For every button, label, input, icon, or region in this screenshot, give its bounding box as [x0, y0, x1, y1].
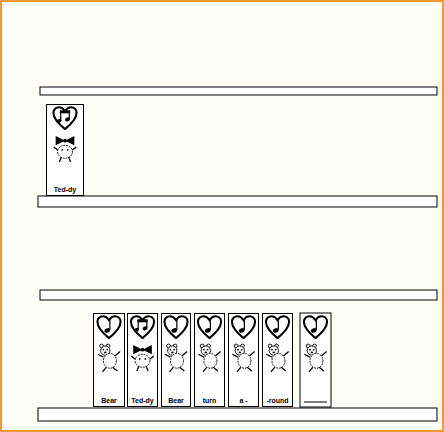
lyric-syllable: Bear [101, 397, 117, 406]
card-grounds [46, 104, 293, 407]
song-card: Ted-dy [127, 313, 158, 407]
song-card: Bear [161, 313, 191, 407]
lyric-syllable: Ted-dy [131, 397, 153, 406]
shelf-bottom-bar [38, 196, 437, 207]
song-card: Bear [93, 313, 125, 407]
lyric-syllable: a - [239, 397, 247, 406]
blank-card [300, 313, 331, 407]
lyric-syllable: -round [266, 397, 288, 406]
lyric-syllable: Bear [168, 397, 184, 406]
song-card: Ted-dy [46, 104, 84, 196]
song-card: -round [262, 313, 293, 407]
heart-icons [53, 107, 327, 338]
lyric-syllable: turn [203, 397, 217, 406]
song-card: a - [228, 313, 259, 407]
note-symbols [56, 110, 317, 333]
shelf-top-bar [40, 290, 437, 300]
blank-line [304, 402, 327, 403]
shelf-top-bar [40, 87, 437, 95]
shelf-bottom-bar [38, 408, 437, 421]
song-card: turn [194, 313, 225, 407]
lyric-syllable: Ted-dy [54, 186, 76, 195]
